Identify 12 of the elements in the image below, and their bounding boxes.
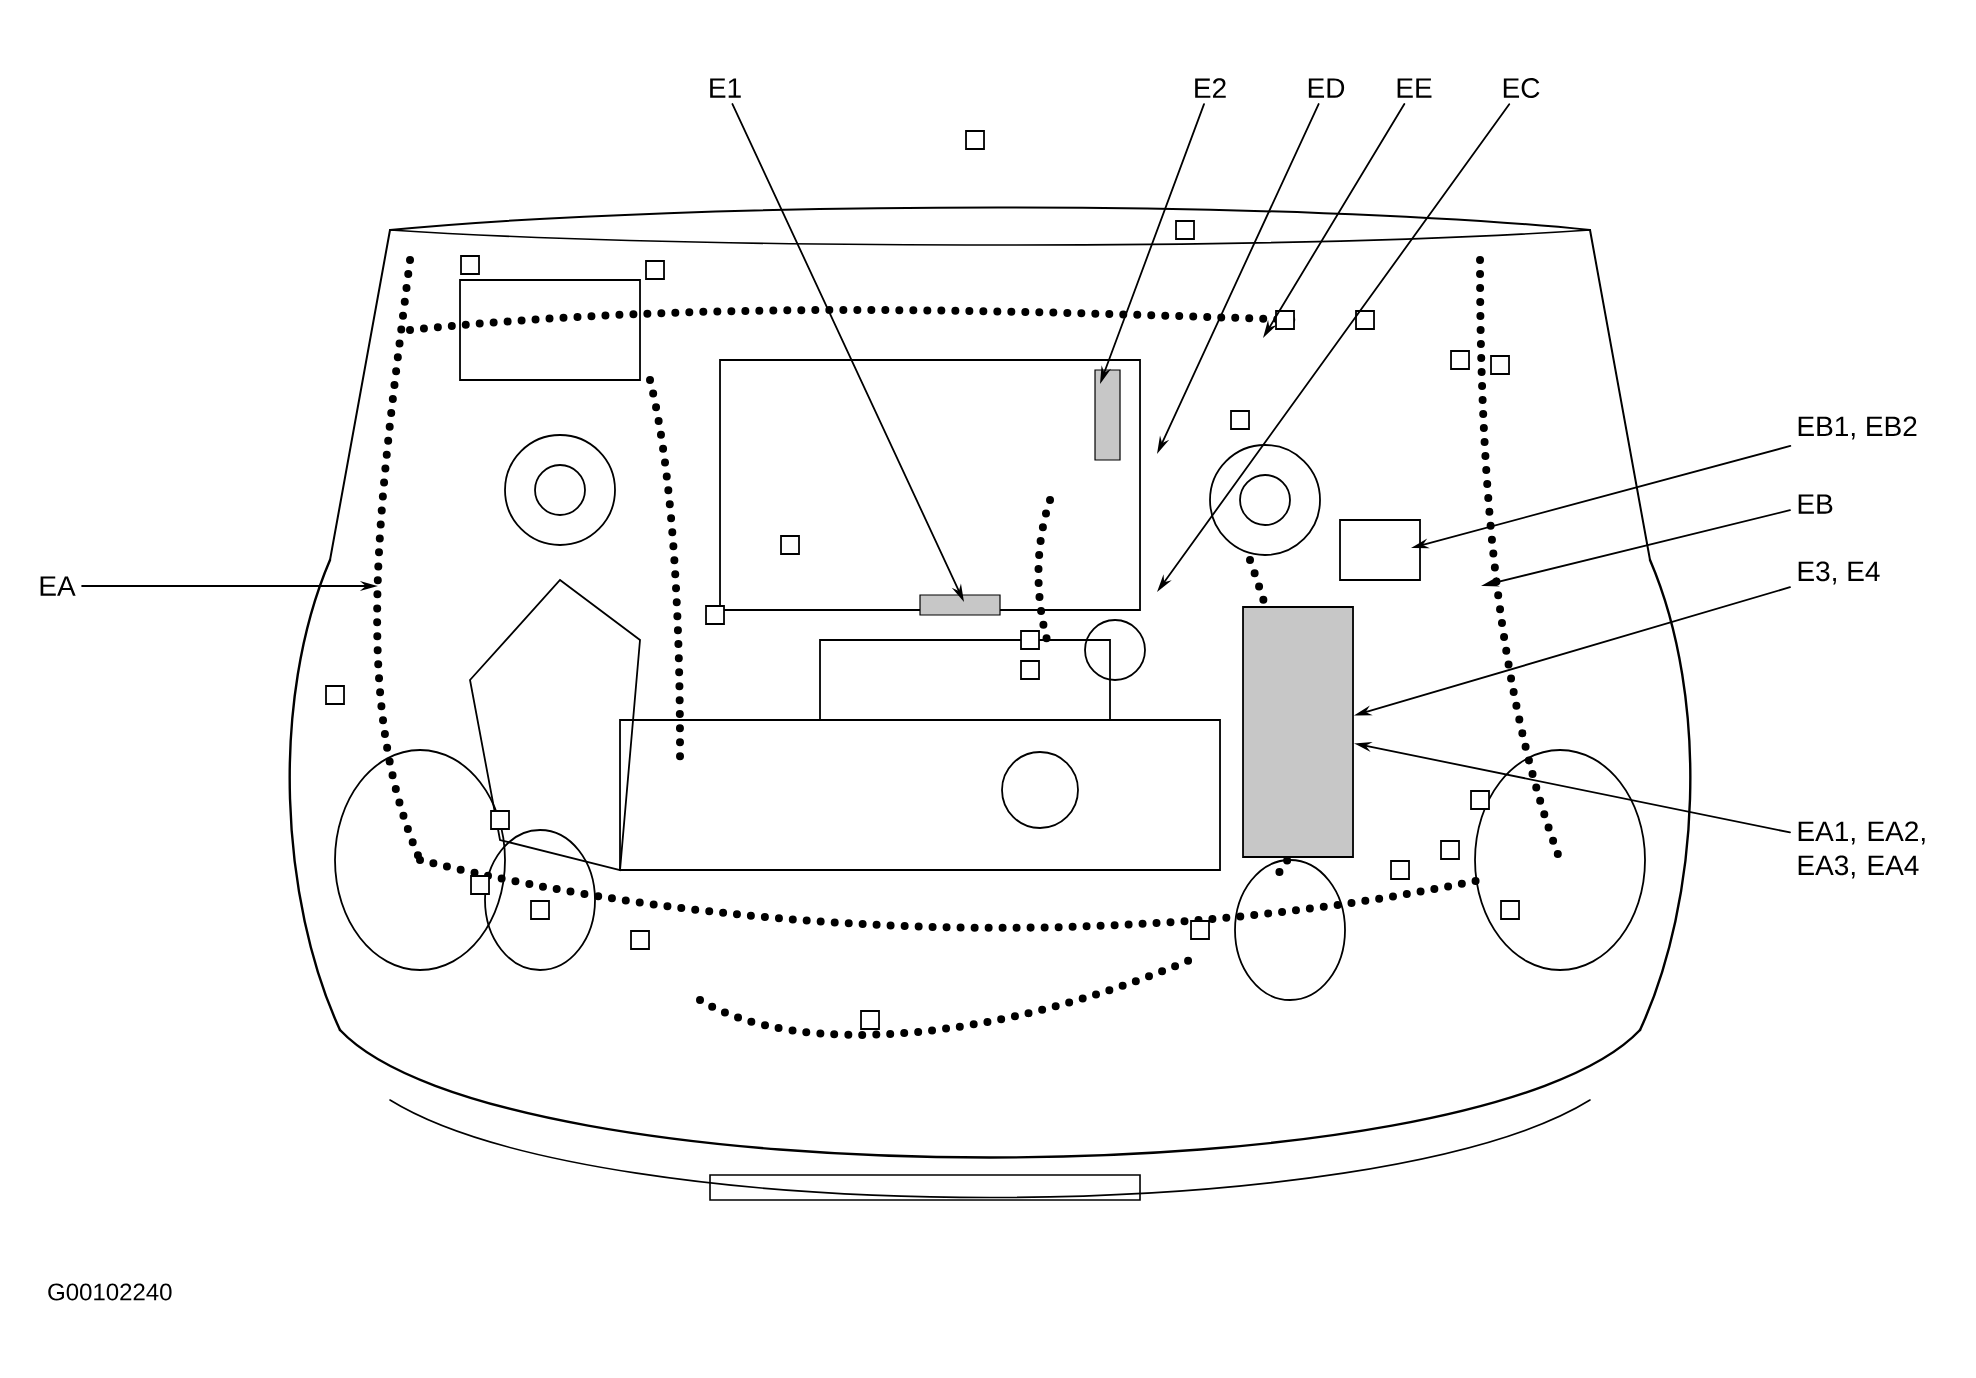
figure-code: G00102240 [48,1283,172,1301]
callout-label: EE [1397,78,1432,98]
callout-label: EA1, EA2, EA3, EA4 [1798,821,1925,879]
callout-label: EC [1503,78,1540,98]
callout-label: E2 [1195,78,1226,98]
callout-label: ED [1308,78,1345,98]
callout-label: EA [40,576,76,596]
callout-label: EB [1798,494,1833,514]
shaded-box [1242,606,1354,858]
callout-label: E3, E4 [1798,561,1880,585]
callout-label: EB1, EB2 [1798,416,1917,440]
callout-label: E1 [710,78,741,98]
